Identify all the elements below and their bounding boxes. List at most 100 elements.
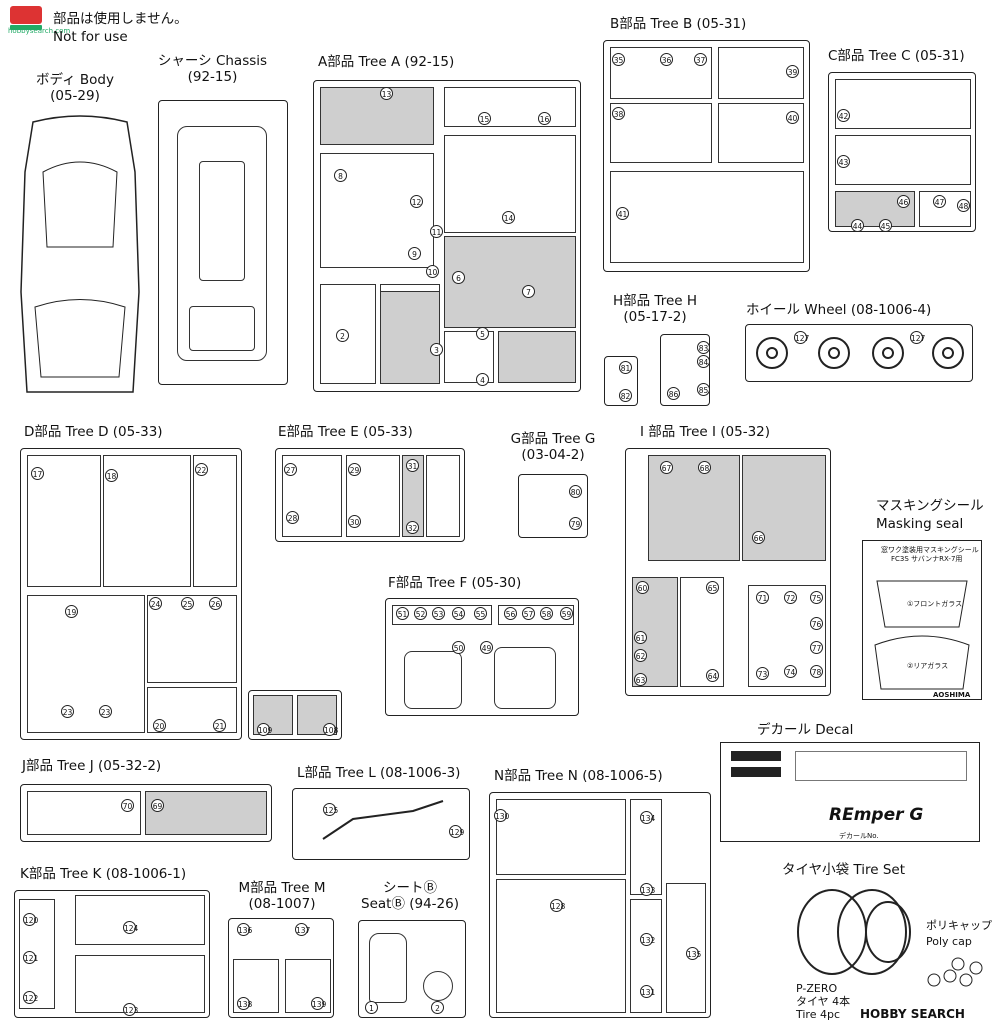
part-number: 71 <box>756 591 769 604</box>
part-number: 79 <box>569 517 582 530</box>
part-cell <box>666 883 706 1013</box>
part-number: 4 <box>476 373 489 386</box>
part-number: 52 <box>414 607 427 620</box>
part-number: 16 <box>538 112 551 125</box>
part-number: 27 <box>284 463 297 476</box>
part-number: 17 <box>31 467 44 480</box>
part-cell <box>426 455 460 537</box>
part-cell <box>498 331 576 383</box>
part-number: 62 <box>634 649 647 662</box>
part-number: 54 <box>452 607 465 620</box>
part-number: 64 <box>706 669 719 682</box>
not-for-use-en: Not for use <box>53 29 128 45</box>
tree-c: 42 43 44 45 46 47 48 <box>828 72 976 232</box>
part-number: 47 <box>933 195 946 208</box>
tree-d-extra: 109 108 <box>248 690 342 740</box>
part-number: 85 <box>697 383 710 396</box>
masking-label-en: Masking seal <box>876 516 964 532</box>
part-cell <box>75 955 205 1013</box>
part-number: 70 <box>121 799 134 812</box>
part-number: 55 <box>474 607 487 620</box>
wheel-icon <box>872 337 904 369</box>
part-number: 35 <box>612 53 625 66</box>
tree-i-label: I 部品 Tree I (05-32) <box>640 424 771 440</box>
part-number: 65 <box>706 581 719 594</box>
seat-tree: 1 2 <box>358 920 466 1018</box>
part-cell <box>177 126 267 361</box>
part-number: 66 <box>752 531 765 544</box>
tree-b: 35 36 37 39 38 40 41 <box>603 40 810 272</box>
part-number: 123 <box>123 1003 138 1016</box>
part-number: 67 <box>660 461 673 474</box>
part-number: 73 <box>756 667 769 680</box>
part-number: 133 <box>640 883 655 896</box>
part-cell <box>423 971 453 1001</box>
tree-l: 125 129 <box>292 788 470 860</box>
part-number: 45 <box>879 219 892 232</box>
part-number: 15 <box>478 112 491 125</box>
masking-sheet: 窓ワク塗装用マスキングシール FC3S サバンナRX-7用 ①フロントガラス ②… <box>862 540 982 700</box>
part-number: 18 <box>105 469 118 482</box>
part-number: 38 <box>612 107 625 120</box>
wheel-label: ホイール Wheel (08-1006-4) <box>746 302 932 318</box>
tree-e: 27 29 31 28 30 32 <box>275 448 465 542</box>
part-number: 61 <box>634 631 647 644</box>
part-cell <box>494 647 556 709</box>
part-cell <box>199 161 245 281</box>
polycap-label-jp: ポリキャップ <box>926 919 992 932</box>
tree-i: 67 68 66 60 65 61 62 63 64 71 72 73 74 7… <box>625 448 831 696</box>
part-cell <box>75 895 205 945</box>
part-number: 76 <box>810 617 823 630</box>
polycap-icon <box>924 952 986 992</box>
part-cell <box>27 791 141 835</box>
part-number: 41 <box>616 207 629 220</box>
part-number: 132 <box>640 933 655 946</box>
part-cell <box>835 79 971 129</box>
part-number: 137 <box>295 923 310 936</box>
tree-l-label: L部品 Tree L (08-1006-3) <box>297 765 461 781</box>
part-cell <box>145 791 267 835</box>
part-number: 69 <box>151 799 164 812</box>
not-for-use-jp: 部品は使用しません。 <box>53 11 188 27</box>
masking-label-jp: マスキングシール <box>876 498 984 514</box>
part-cell <box>147 595 237 683</box>
decal-sheet: REmper G デカールNo. <box>720 742 980 842</box>
part-number: 134 <box>640 811 655 824</box>
tree-f: 51 52 53 54 55 56 57 58 59 50 49 <box>385 598 579 716</box>
watermark-logo <box>8 4 44 32</box>
part-number: 60 <box>636 581 649 594</box>
part-number: 74 <box>784 665 797 678</box>
tree-m: 136 137 138 139 <box>228 918 334 1018</box>
part-number: 11 <box>430 225 443 238</box>
part-number: 51 <box>396 607 409 620</box>
part-cell <box>369 933 407 1003</box>
part-number: 139 <box>311 997 326 1010</box>
part-number: 122 <box>23 991 38 1004</box>
tree-f-label: F部品 Tree F (05-30) <box>388 575 522 591</box>
wheel-icon <box>818 337 850 369</box>
part-cell <box>380 291 440 384</box>
part-cell <box>742 455 826 561</box>
part-number: 23 <box>61 705 74 718</box>
part-cell <box>444 87 576 127</box>
tree-j: 70 69 <box>20 784 272 842</box>
part-number: 121 <box>23 951 38 964</box>
tree-e-label: E部品 Tree E (05-33) <box>278 424 413 440</box>
part-number: 125 <box>323 803 338 816</box>
tree-c-label: C部品 Tree C (05-31) <box>828 48 965 64</box>
polycap-label-en: Poly cap <box>926 935 972 948</box>
part-number: 127 <box>910 331 925 344</box>
body-part <box>15 112 145 402</box>
part-number: 49 <box>480 641 493 654</box>
part-number: 43 <box>837 155 850 168</box>
part-number: 138 <box>237 997 252 1010</box>
watermark-text: hobbysearch.com <box>8 27 71 35</box>
part-number: 72 <box>784 591 797 604</box>
part-cell <box>404 651 462 709</box>
part-number: 75 <box>810 591 823 604</box>
part-cell <box>402 455 424 537</box>
part-number: 26 <box>209 597 222 610</box>
tree-a: 13 15 16 8 12 11 9 10 14 6 7 2 3 5 4 <box>313 80 581 392</box>
part-cell <box>496 799 626 875</box>
tree-j-label: J部品 Tree J (05-32-2) <box>22 758 162 774</box>
